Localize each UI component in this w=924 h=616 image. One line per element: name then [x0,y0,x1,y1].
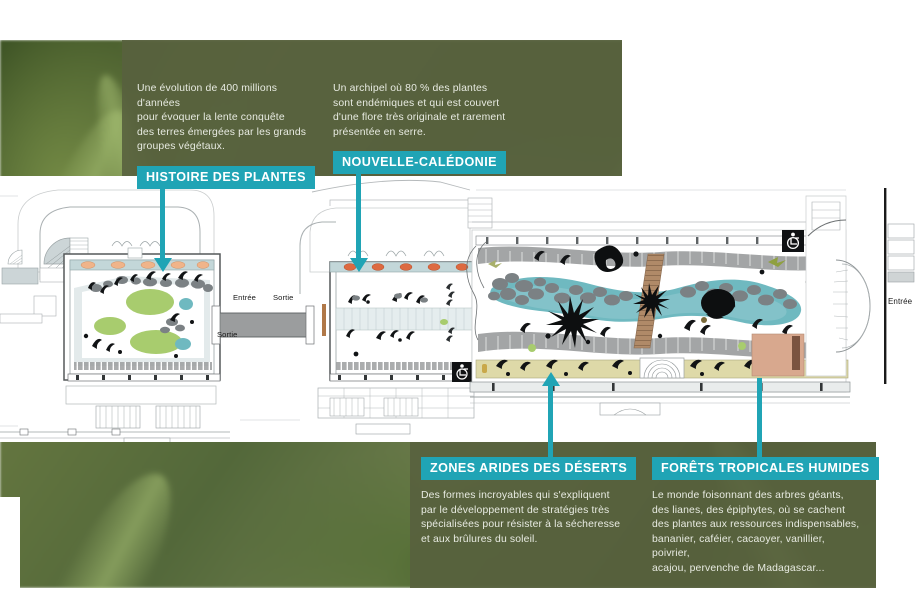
greenhouse-site-plan [0,176,924,447]
connector-line-zones-arides [548,385,553,462]
info-block-forets-tropicales: FORÊTS TROPICALES HUMIDES Le monde foiso… [652,457,879,577]
connector-arrow-histoire [153,258,172,272]
white-band-bottom-left [0,497,20,588]
info-block-zones-arides: ZONES ARIDES DES DÉSERTS Des formes incr… [421,457,637,547]
connector-arrow-nouvelle-caledonie [349,258,368,272]
map-label-sortie-left: Sortie [217,330,238,339]
badge-nouvelle-caledonie[interactable]: NOUVELLE-CALÉDONIE [333,151,507,175]
info-block-histoire-des-plantes: Une évolution de 400 millions d'années p… [137,82,322,189]
plan-left-building [0,189,230,447]
plan-context-linework [0,189,846,427]
white-band-top [0,0,924,40]
plan-connecting-corridor [211,305,315,345]
site-plan-svg [0,179,915,447]
info-body-zones-arides: Des formes incroyables qui s'expliquent … [421,490,621,545]
map-label-entree-left: Entrée [233,293,256,302]
white-band-bottom-right [876,442,924,588]
info-body-histoire: Une évolution de 400 millions d'années p… [137,83,307,153]
info-body-forets-tropicales: Le monde foisonnant des arbres géants, d… [652,490,860,574]
info-body-nouvelle-caledonie: Un archipel où 80 % des plantes sont end… [333,83,506,138]
connector-line-forets-tropicales [757,378,762,462]
badge-forets-tropicales[interactable]: FORÊTS TROPICALES HUMIDES [652,457,879,480]
connector-arrow-zones-arides [541,372,560,386]
plan-east-entrance [751,188,915,384]
info-block-nouvelle-caledonie: Un archipel où 80 % des plantes sont end… [333,82,523,175]
plan-middle-building [299,179,493,435]
map-label-sortie-right: Sortie [273,293,294,302]
white-band-top-right [622,40,924,176]
map-label-entree-far-right: Entrée [888,297,913,306]
badge-histoire-des-plantes[interactable]: HISTOIRE DES PLANTES [137,165,315,189]
badge-zones-arides[interactable]: ZONES ARIDES DES DÉSERTS [421,457,637,480]
wheelchair-icon [452,362,472,382]
connector-line-nouvelle-caledonie [356,166,361,260]
wheelchair-icon [782,230,804,252]
white-band-bottom [0,588,924,616]
connector-line-histoire [160,166,165,260]
